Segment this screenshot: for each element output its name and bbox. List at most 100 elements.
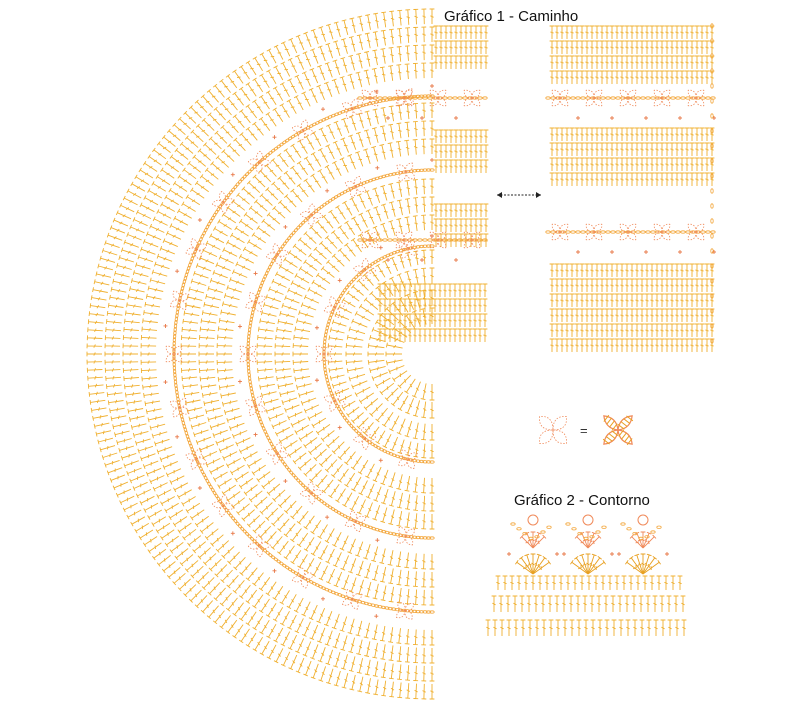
chain-icon: [282, 241, 287, 246]
stitch-icon: [589, 40, 595, 54]
chain-icon: [293, 475, 299, 481]
stitch-icon: [183, 110, 197, 124]
stitch-icon: [579, 40, 585, 54]
stitch-icon: [664, 278, 670, 292]
stitch-icon: [320, 430, 335, 442]
stitch-icon: [363, 148, 371, 164]
stitch-icon: [429, 267, 435, 284]
chain-icon: [356, 431, 362, 436]
stitch-icon: [569, 263, 575, 277]
chain-icon: [172, 361, 176, 368]
chain-icon: [640, 230, 646, 234]
stitch-icon: [160, 496, 176, 507]
stitch-icon: [603, 595, 609, 612]
stitch-icon: [689, 263, 695, 277]
stitch-icon: [288, 37, 298, 54]
stitch-icon: [654, 338, 660, 352]
stitch-icon: [649, 172, 655, 186]
chain-icon: [382, 96, 388, 100]
chain-icon: [710, 83, 714, 89]
stitch-icon: [429, 572, 435, 588]
chain-icon: [361, 523, 367, 527]
stitch-icon: [333, 571, 343, 588]
stitch-icon: [388, 220, 396, 236]
stitch-icon: [355, 541, 364, 557]
stitch-icon: [669, 308, 675, 322]
chain-icon: [425, 536, 432, 540]
stitch-icon: [180, 343, 197, 349]
stitch-icon: [310, 520, 322, 535]
stitch-icon: [629, 172, 635, 186]
stitch-icon: [156, 209, 172, 219]
stitch-icon: [331, 230, 343, 244]
chain-icon: [182, 423, 187, 429]
stitch-icon: [564, 25, 570, 39]
stitch-icon: [183, 310, 200, 317]
chain-icon: [296, 478, 301, 483]
stitch-icon: [574, 323, 580, 337]
flower-motif-icon: [245, 292, 266, 313]
stitch-icon: [325, 144, 335, 160]
stitch-icon: [463, 159, 469, 173]
stitch-icon: [589, 323, 595, 337]
chain-icon: [425, 460, 432, 464]
stitch-icon: [231, 199, 246, 211]
stitch-icon: [149, 223, 165, 233]
stitch-icon: [130, 278, 147, 285]
stitch-icon: [173, 215, 189, 226]
chain-icon: [300, 220, 306, 225]
stitch-icon: [709, 263, 715, 277]
stitch-icon: [279, 82, 290, 98]
chain-icon: [528, 536, 534, 541]
stitch-icon: [663, 575, 669, 590]
stitch-icon: [699, 25, 705, 39]
chain-icon: [260, 422, 265, 428]
stitch-icon: [181, 376, 198, 382]
stitch-icon: [239, 562, 252, 576]
stitch-icon: [112, 278, 128, 286]
stitch-icon: [297, 139, 308, 154]
chain-icon: [367, 525, 374, 530]
stitch-icon: [639, 308, 645, 322]
stitch-icon: [225, 619, 238, 634]
stitch-icon: [324, 81, 333, 97]
stitch-icon: [629, 263, 635, 277]
stitch-icon: [238, 218, 254, 231]
stitch-icon: [381, 203, 389, 220]
chain-icon: [407, 238, 413, 242]
stitch-icon: [447, 298, 453, 312]
chain-icon: [388, 252, 394, 256]
stitch-icon: [684, 70, 690, 84]
stitch-icon: [388, 509, 395, 526]
stitch-icon: [252, 121, 264, 136]
chain-icon: [202, 472, 206, 478]
chain-icon: [287, 467, 292, 473]
stitch-icon: [599, 157, 605, 171]
stitch-icon: [348, 637, 356, 654]
stitch-icon: [145, 467, 162, 477]
stitch-icon: [483, 25, 489, 39]
flower-motif-icon: [344, 175, 367, 198]
stitch-icon: [202, 553, 217, 566]
stitch-icon: [437, 298, 443, 312]
stitch-icon: [122, 502, 138, 513]
stitch-icon: [296, 318, 312, 325]
stitch-icon: [337, 446, 351, 460]
chain-icon: [237, 179, 243, 184]
plus-icon: [237, 379, 242, 384]
stitch-icon: [101, 248, 118, 256]
stitch-icon: [245, 589, 258, 604]
half-circle-rounds: [86, 8, 435, 700]
chain-icon: [700, 96, 706, 100]
stitch-icon: [272, 107, 284, 123]
stitch-icon: [483, 159, 489, 173]
stitch-icon: [396, 64, 402, 80]
plus-icon: [644, 250, 648, 254]
stitch-icon: [438, 55, 444, 69]
chain-icon: [240, 176, 245, 182]
stitch-icon: [564, 308, 570, 322]
stitch-icon: [674, 278, 680, 292]
chain-icon: [427, 96, 433, 100]
stitch-icon: [549, 127, 555, 141]
stitch-icon: [341, 574, 350, 591]
